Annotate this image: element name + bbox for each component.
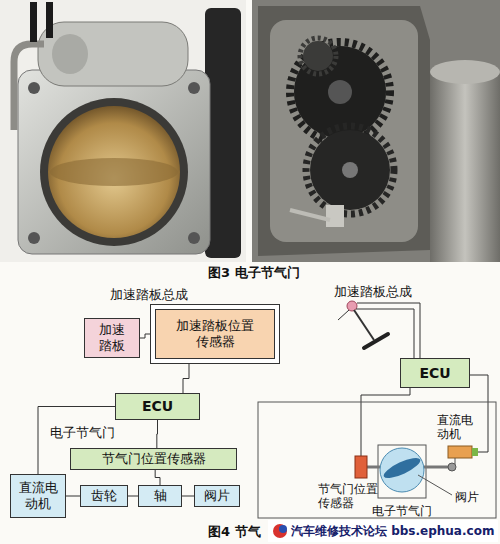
- box-label: 节气门位置传感器: [102, 451, 206, 467]
- figure-caption: 图4 节气: [208, 524, 261, 540]
- box-label: 直流电动机: [19, 480, 58, 511]
- watermark: 汽车维修技术论坛 bbs.ephua.com: [291, 524, 494, 538]
- watermark-logo: [279, 525, 287, 533]
- throttle-body-photo: [0, 0, 246, 262]
- valve-box: 阀片: [194, 485, 240, 507]
- connector: [128, 496, 138, 497]
- watermark-logo: [273, 524, 287, 538]
- box-label: ECU: [142, 398, 173, 415]
- connector: [140, 334, 150, 338]
- inner-box: 加速踏板位置传感器: [155, 309, 275, 359]
- part-label: 阀片: [455, 490, 479, 504]
- box-label: ECU: [419, 365, 450, 382]
- pedal-box: 加速踏板: [84, 318, 140, 358]
- throttle-photos: [0, 0, 500, 264]
- gear-box: 齿轮: [80, 485, 128, 507]
- ecu-box: ECU: [115, 393, 200, 420]
- watermark-patch: [268, 520, 498, 542]
- connector: [182, 496, 194, 497]
- part-label: 直流电动机: [437, 413, 473, 442]
- ecu-box: ECU: [400, 358, 470, 388]
- gear-train-photo: [252, 0, 500, 262]
- shaft-box: 轴: [138, 485, 182, 507]
- group-heading: 电子节气门: [50, 425, 115, 441]
- connector: [66, 496, 80, 497]
- sensor-box: 节气门位置传感器: [70, 448, 237, 470]
- box-label: 加速踏板: [99, 322, 125, 353]
- box-label: 轴: [154, 488, 167, 504]
- part-label: 节气门位置传感器: [318, 482, 378, 511]
- figure-caption: 图3 电子节气门: [208, 265, 300, 281]
- throttle-frame: [258, 402, 496, 518]
- wires: [356, 303, 488, 456]
- box-label: 阀片: [204, 488, 230, 504]
- connector: [155, 470, 160, 485]
- part-label: 加速踏板总成: [334, 284, 412, 300]
- pedal-drawing: [338, 301, 388, 348]
- throttle-group: 电子节气门节气门位置传感器直流电动机 齿轮 轴 阀片: [5, 422, 251, 522]
- box-label: 齿轮: [91, 488, 117, 504]
- sensor-box: 加速踏板位置传感器: [150, 304, 280, 364]
- connector: [156, 420, 158, 448]
- group-heading: 加速踏板总成: [110, 287, 188, 303]
- box-label: 加速踏板位置传感器: [176, 318, 254, 349]
- assembly-group: 加速踏板总成加速踏板 加速踏板位置传感器: [72, 284, 294, 374]
- connector: [183, 364, 189, 393]
- part-label: 电子节气门: [372, 504, 432, 518]
- motor-box: 直流电动机: [10, 474, 66, 518]
